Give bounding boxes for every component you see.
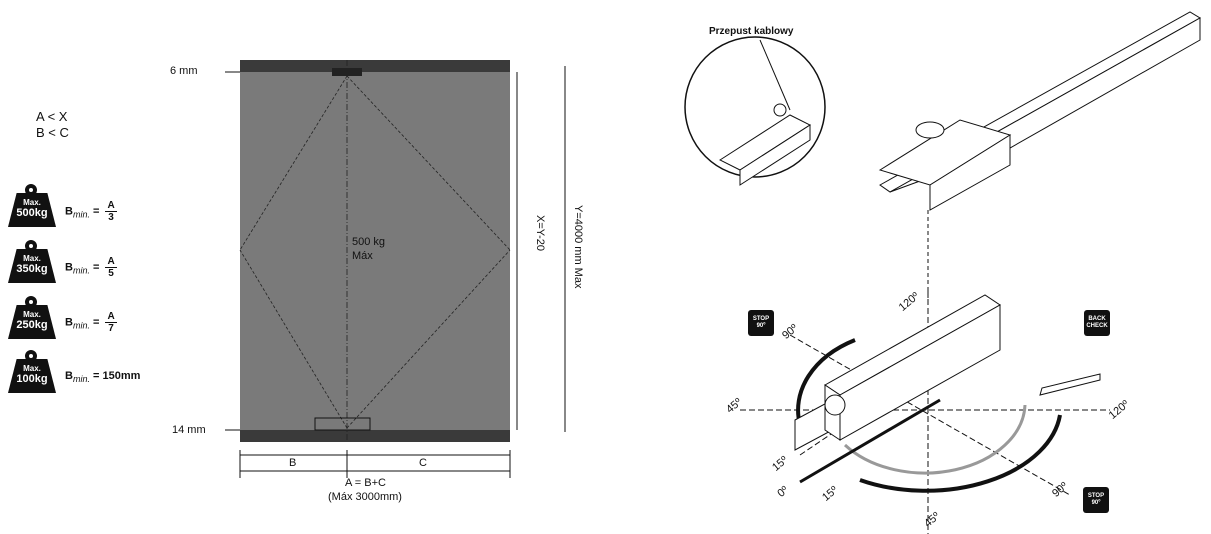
top-gap-label: 6 mm — [170, 65, 198, 77]
top-track — [240, 60, 510, 72]
stop-90-badge: STOP 90º — [748, 310, 774, 336]
top-pivot — [332, 68, 362, 76]
floor-closer — [740, 290, 1110, 534]
y-dimension-label: Y=4000 mm Max — [572, 205, 584, 289]
stop-90-badge-2: STOP 90º — [1083, 487, 1109, 513]
detail-bracket — [718, 39, 812, 186]
pivot-diagonals — [239, 60, 511, 442]
rule-a-lt-x: A < X — [36, 109, 68, 124]
x-dimension-label: X=Y-20 — [534, 215, 546, 251]
door-panel — [240, 60, 510, 442]
b-label: B — [289, 457, 297, 469]
formula-100: Bmin. = 150mm — [65, 370, 141, 385]
a-max: (Máx 3000mm) — [328, 491, 402, 503]
rule-b-lt-c: B < C — [36, 125, 69, 140]
weight-icon-500: Max.500kg — [8, 184, 58, 228]
weight-icon-100: Max.100kg — [8, 350, 58, 394]
a-formula: A = B+C — [345, 477, 386, 489]
ceiling-rail — [878, 11, 1201, 211]
floor-bar — [240, 430, 510, 442]
detail-title: Przepust kablowy — [709, 26, 794, 37]
back-check-badge: BACK CHECK — [1084, 310, 1110, 336]
c-label: C — [419, 457, 427, 469]
weight-icon-250: Max.250kg — [8, 296, 58, 340]
weight-icon-350: Max.350kg — [8, 240, 58, 284]
bottom-gap-label: 14 mm — [172, 424, 206, 436]
width-dimensions — [239, 450, 511, 478]
weight-max-label: Máx — [352, 250, 373, 262]
bottom-pivot — [314, 417, 371, 431]
weight-label: 500 kg — [352, 236, 386, 248]
